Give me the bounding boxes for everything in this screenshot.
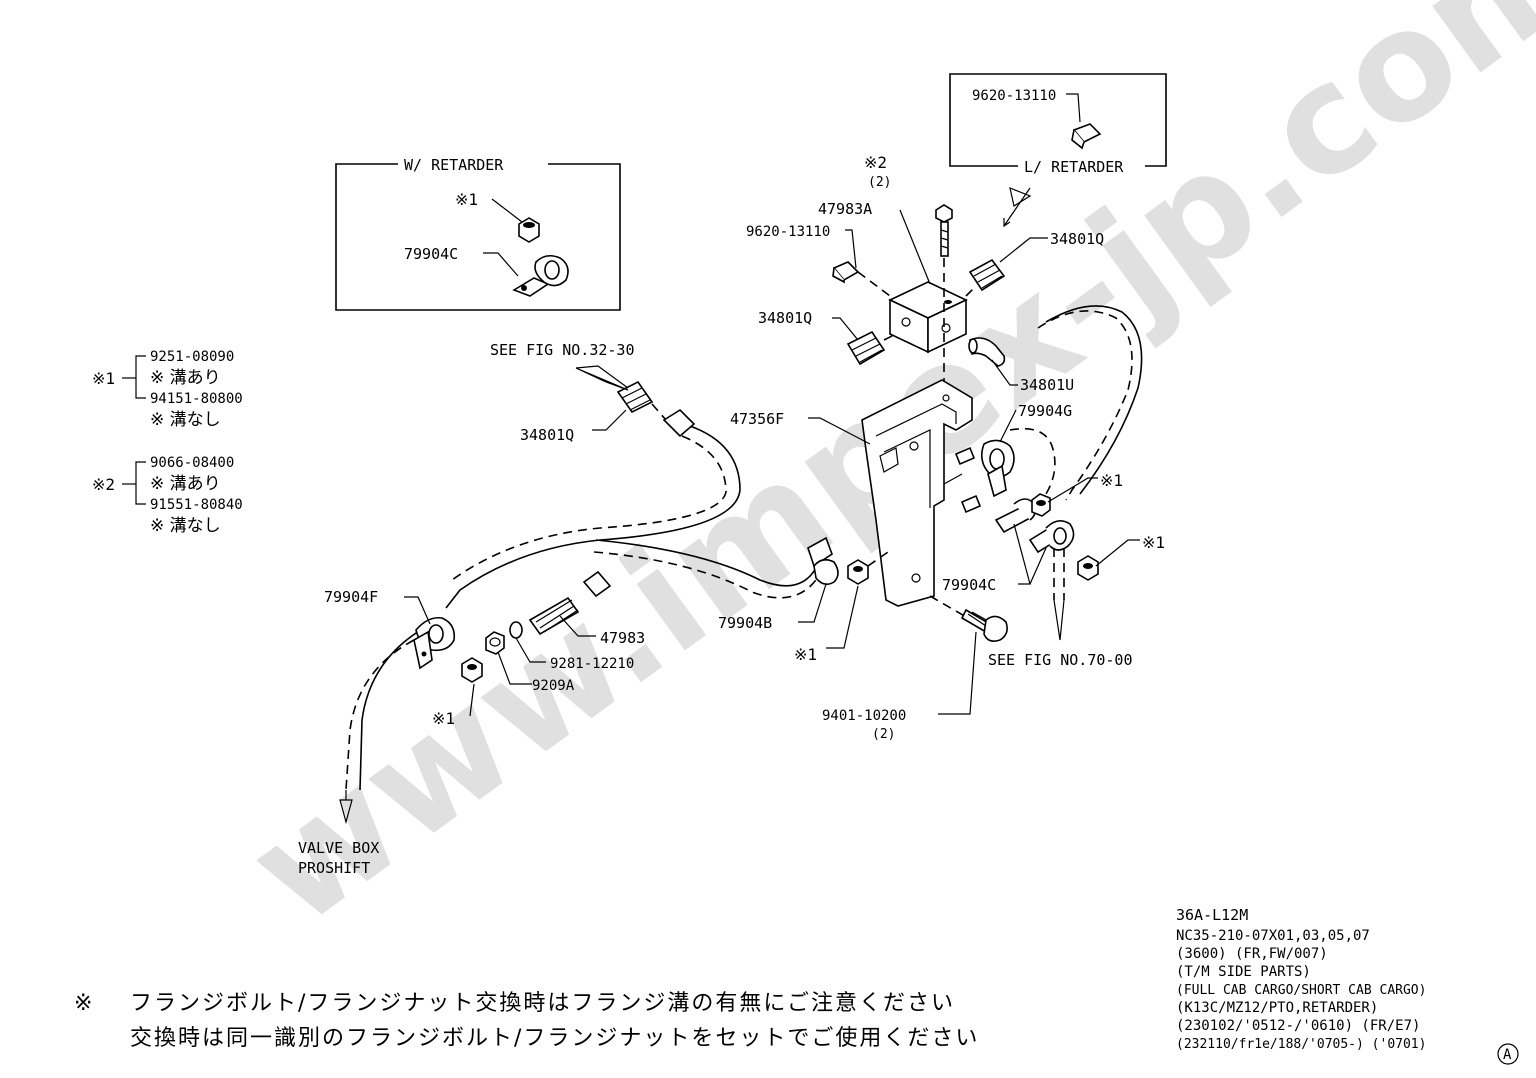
part-79904c-label: 79904C [942,576,996,594]
bolt-9401-icon [960,608,1008,642]
with-retarder-box: W/ RETARDER ※1 79904C [335,156,621,311]
legend-note2-line1: 9066-08400 [150,455,234,471]
clamp-79904f-icon [413,616,456,670]
info-line-8: (232110/fr1e/188/'0705-) ('0701) [1176,1037,1426,1052]
part-34801q-top-label: 34801Q [1050,230,1104,248]
hex-nut-fitting-icon [662,408,696,438]
part-9401-10200-label: 9401-10200 [822,708,906,724]
info-line-4: (T/M SIDE PARTS) [1176,964,1311,980]
plug-icon [1071,123,1102,150]
part-47983a-label: 47983A [818,200,872,218]
see-fig-70-00-label: SEE FIG NO.70-00 [988,651,1133,669]
mark1-d-label: ※1 [794,645,817,664]
pipe-lines [339,305,1143,825]
legend-note2: ※2 9066-08400 ※ 溝あり 91551-80840 ※ 溝なし [92,455,243,536]
bracket [861,379,973,607]
union-fitting-left-icon [846,330,886,366]
plug-fitting-icon [832,261,860,284]
adapter-47983-icon [528,596,580,636]
valve-box-label-2: PROSHIFT [298,859,370,877]
info-block: 36A-L12M NC35-210-07X01,03,05,07 (3600) … [1176,906,1426,1052]
part-47356f-label: 47356F [730,410,784,428]
mark1-b-label: ※1 [1142,533,1165,552]
mark2-qty-label: (2) [868,175,891,190]
footnote-line-2: 交換時は同一識別のフランジボルト/フランジナットをセットでご使用ください [130,1026,979,1051]
clamp-79904g-icon [980,439,1015,498]
legend-note1-line2: ※ 溝あり [150,368,221,388]
bolt-icon [935,204,953,257]
mark1-c-label: ※1 [432,709,455,728]
corner-mark-letter: A [1503,1047,1512,1063]
box-left-mark1-label: ※1 [455,190,478,209]
mark1-a-label: ※1 [1100,471,1123,490]
legend-note2-line3: 91551-80840 [150,497,243,513]
clamp-79904c-lower-icon [1028,520,1075,554]
flange-nut-c-icon [461,657,483,683]
elbow-fitting-icon [968,337,1006,367]
legend-note1-line4: ※ 溝なし [150,410,221,430]
legend-note2-line4: ※ 溝なし [150,516,221,536]
info-line-2: NC35-210-07X01,03,05,07 [1176,928,1370,944]
legend-note2-mark: ※2 [92,475,115,494]
nut-9209a-icon [485,631,505,655]
flange-nut-icon [518,217,540,243]
info-line-5: (FULL CAB CARGO/SHORT CAB CARGO) [1176,983,1426,998]
info-line-7: (230102/'0512-/'0610) (FR/E7) [1176,1018,1420,1034]
part-9401-qty-label: (2) [872,727,895,742]
hex-fitting-lower-icon [582,570,612,598]
valve-block [888,281,968,354]
stud-upper-icon [954,446,976,466]
part-79904f-label: 79904F [324,588,378,606]
union-fitting-top-icon [968,258,1006,292]
flange-nut-d-icon [847,559,869,585]
flange-nut-b-icon [1077,555,1099,581]
less-retarder-title: L/ RETARDER [1024,158,1124,176]
stud-lower-icon [960,494,982,514]
footnote-mark: ※ [74,991,94,1016]
part-47983-label: 47983 [600,629,645,647]
clamp-79904c-upper-icon [994,498,1037,534]
info-line-1: 36A-L12M [1176,906,1248,924]
legend-note1: ※1 9251-08090 ※ 溝あり 94151-80800 ※ 溝なし [92,349,243,430]
see-fig-32-30-label: SEE FIG NO.32-30 [490,341,635,359]
corner-mark: A [1497,1043,1519,1065]
part-9620-13110-label: 9620-13110 [746,224,830,240]
part-79904g-label: 79904G [1018,402,1072,420]
box-right-9620-label: 9620-13110 [972,88,1056,104]
info-line-3: (3600) (FR,FW/007) [1176,946,1328,962]
pipe-clamp-icon [512,254,569,297]
part-9209a-label: 9209A [532,678,575,694]
valve-box-label-1: VALVE BOX [298,839,379,857]
leader-lines [404,209,1140,717]
legend-note1-mark: ※1 [92,369,115,388]
flange-nut-a-icon [1031,493,1051,517]
legend-note1-line3: 94151-80800 [150,391,243,407]
part-9281-12210-label: 9281-12210 [550,656,634,672]
with-retarder-title: W/ RETARDER [404,156,504,174]
part-79904b-label: 79904B [718,614,772,632]
gasket-9281-icon [509,621,523,639]
box-left-79904c-label: 79904C [404,245,458,263]
part-34801u-label: 34801U [1020,376,1074,394]
legend-note1-line1: 9251-08090 [150,349,234,365]
part-34801q-left-label: 34801Q [520,426,574,444]
mark2-label: ※2 [864,153,887,172]
part-34801q-mid-label: 34801Q [758,309,812,327]
legend-note2-line2: ※ 溝あり [150,474,221,494]
footnote-line-1: フランジボルト/フランジナット交換時はフランジ溝の有無にご注意ください [130,991,955,1016]
less-retarder-box: L/ RETARDER 9620-13110 [949,73,1167,228]
footnote: ※ フランジボルト/フランジナット交換時はフランジ溝の有無にご注意ください 交換… [74,991,979,1051]
union-fitting-34801q-left-icon [616,380,654,414]
clamp-79904b-icon [807,536,839,586]
info-line-6: (K13C/MZ12/PTO,RETARDER) [1176,1000,1378,1016]
